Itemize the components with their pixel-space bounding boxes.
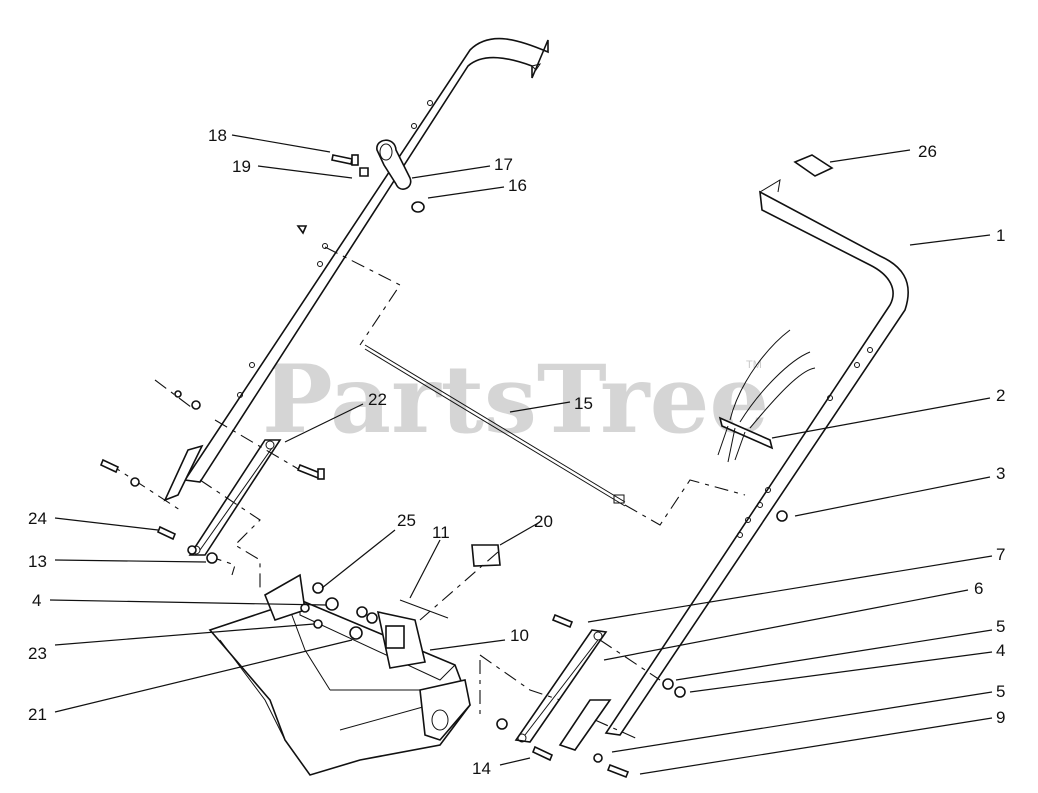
callout-21: 22 — [368, 390, 387, 409]
upper-handle-left — [183, 37, 549, 483]
alignment-lines — [107, 246, 746, 741]
callout-25: 25 — [397, 511, 416, 530]
cable-guide — [376, 139, 412, 190]
decal-26 — [793, 154, 834, 177]
callout-13: 13 — [28, 552, 47, 571]
callout-4-right: 4 — [996, 641, 1005, 660]
watermark-text: PartsTree — [262, 345, 769, 455]
callout-10: 10 — [510, 626, 529, 645]
callout-labels: 18 19 17 16 26 1 2 3 7 6 5 4 5 9 22 15 2… — [28, 126, 1005, 778]
callout-19: 19 — [232, 157, 251, 176]
right-handle — [604, 179, 909, 736]
callout-11: 11 — [432, 523, 450, 542]
callout-5-lower: 5 — [996, 682, 1005, 701]
callout-6: 6 — [974, 579, 983, 598]
callout-15: 15 — [574, 394, 593, 413]
watermark-tm: TM — [746, 359, 762, 371]
callout-4-left: 4 — [32, 591, 41, 610]
hardware — [99, 154, 788, 779]
control-bail — [717, 329, 816, 463]
leader-lines — [49, 134, 993, 775]
mower-deck — [208, 573, 471, 776]
callout-9: 9 — [996, 708, 1005, 727]
callout-3: 3 — [996, 464, 1005, 483]
callout-7: 7 — [996, 545, 1005, 564]
callout-20: 20 — [534, 512, 553, 531]
callout-16: 16 — [508, 176, 527, 195]
left-brackets — [163, 439, 282, 556]
callout-17: 17 — [494, 155, 513, 174]
watermark: PartsTree TM — [262, 345, 769, 455]
callout-22: 21 — [28, 705, 47, 724]
callout-24: 24 — [28, 509, 47, 528]
callout-1: 1 — [996, 226, 1005, 245]
handle-mount — [376, 599, 449, 669]
callout-23: 23 — [28, 644, 47, 663]
callout-5-upper: 5 — [996, 617, 1005, 636]
control-cable — [364, 344, 626, 507]
decal-20 — [471, 544, 501, 567]
callout-26: 26 — [918, 142, 937, 161]
callout-18: 18 — [208, 126, 227, 145]
callout-2: 2 — [996, 386, 1005, 405]
callout-14: 14 — [472, 759, 491, 778]
right-brackets — [514, 629, 612, 751]
